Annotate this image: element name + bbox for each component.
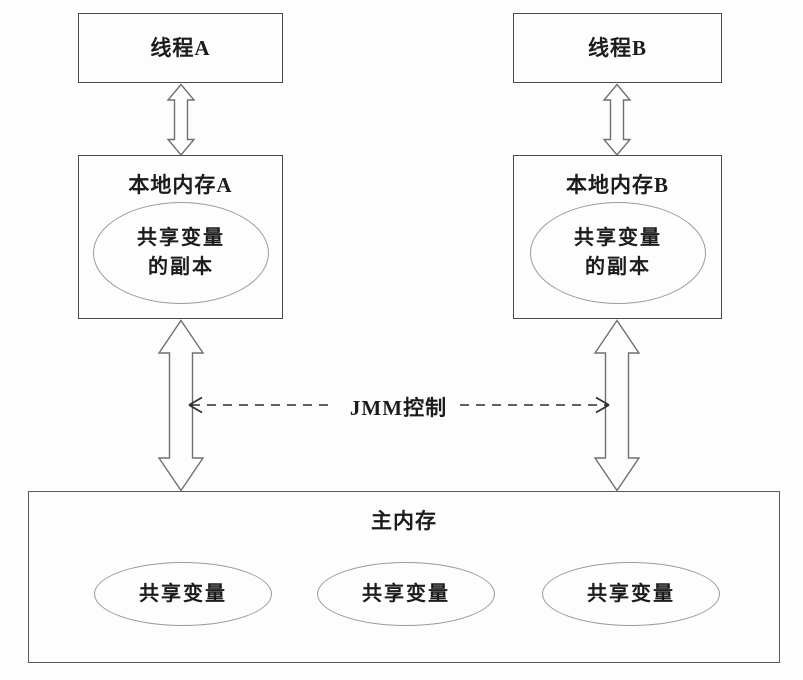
local-memory-b-box: 本地内存B 共享变量 的副本 xyxy=(513,155,722,319)
local-memory-a-box: 本地内存A 共享变量 的副本 xyxy=(78,155,283,319)
shared-variable-copy-ellipse-b: 共享变量 的副本 xyxy=(530,202,706,304)
local-memory-a-label: 本地内存A xyxy=(128,173,233,197)
double-arrow-thread-b-local-b-icon xyxy=(602,83,632,156)
shared-variable-2-label: 共享变量 xyxy=(362,582,450,605)
jmm-control-dashed-double-arrow-icon xyxy=(188,396,610,414)
main-memory-box: 主内存 共享变量 共享变量 共享变量 xyxy=(28,491,780,663)
jmm-control-label: JMM控制 xyxy=(349,396,448,420)
shared-variable-ellipse-1: 共享变量 xyxy=(94,562,272,626)
double-arrow-thread-a-local-a-icon xyxy=(166,83,196,156)
shared-variable-copy-a-line1: 共享变量 xyxy=(137,227,225,249)
thread-a-label: 线程A xyxy=(150,35,211,60)
shared-variable-3-label: 共享变量 xyxy=(587,582,675,605)
thread-b-label: 线程B xyxy=(587,35,647,60)
main-memory-label: 主内存 xyxy=(371,509,437,533)
shared-variable-copy-b-line1: 共享变量 xyxy=(574,227,662,249)
double-arrow-local-b-main-memory-icon xyxy=(593,319,641,492)
thread-b-box: 线程B xyxy=(513,13,722,83)
shared-variable-ellipse-2: 共享变量 xyxy=(317,562,495,626)
shared-variable-1-label: 共享变量 xyxy=(139,582,227,605)
thread-a-box: 线程A xyxy=(78,13,283,83)
shared-variable-ellipse-3: 共享变量 xyxy=(542,562,720,626)
local-memory-b-label: 本地内存B xyxy=(565,173,669,197)
shared-variable-copy-b-line2: 的副本 xyxy=(585,256,651,278)
shared-variable-copy-a-line2: 的副本 xyxy=(148,256,214,278)
shared-variable-copy-ellipse-a: 共享变量 的副本 xyxy=(93,202,269,304)
double-arrow-local-a-main-memory-icon xyxy=(157,319,205,492)
